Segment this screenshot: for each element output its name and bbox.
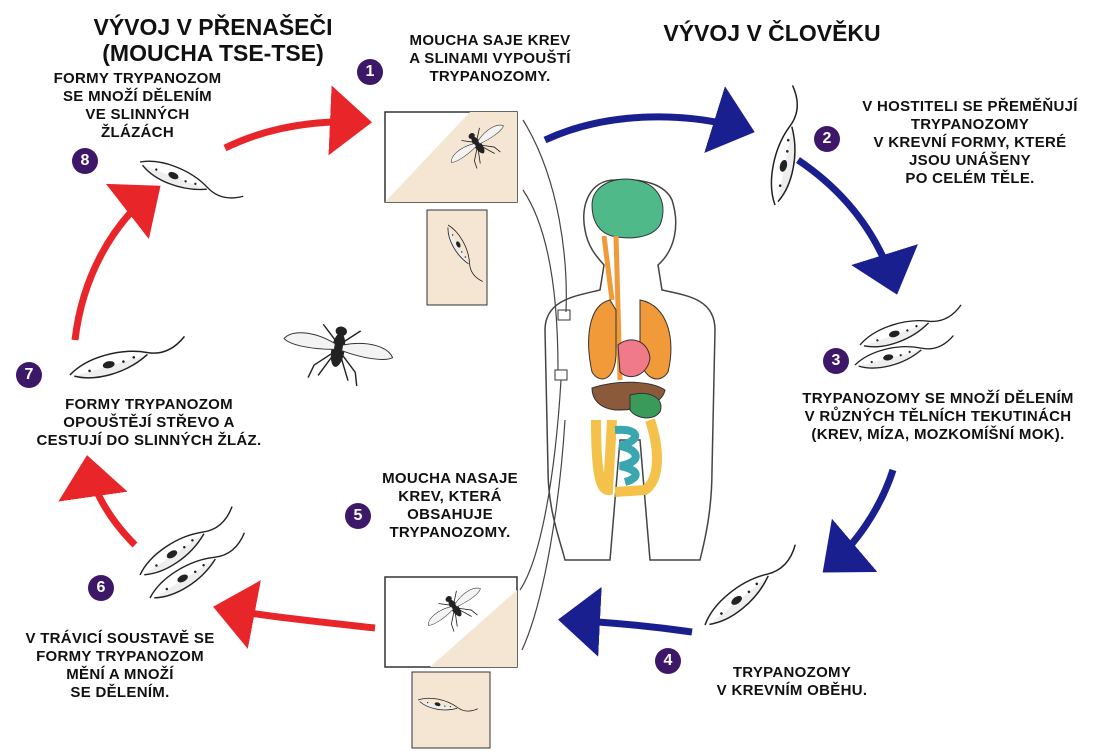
arrow-5-to-6 (220, 608, 375, 628)
step-badge-8: 8 (72, 148, 98, 174)
step-text-1: MOUCHA SAJE KREV A SLINAMI VYPOUŠTÍ TRYP… (380, 32, 600, 86)
arrow-6-to-7 (88, 462, 135, 545)
step-text-6: V TRÁVICÍ SOUSTAVĚ SE FORMY TRYPANOZOM M… (0, 630, 240, 702)
step-text-4: TRYPANOZOMY V KREVNÍM OBĚHU. (692, 664, 892, 700)
step-text-5: MOUCHA NASAJE KREV, KTERÁ OBSAHUJE TRYPA… (360, 470, 540, 542)
human-body-icon (520, 120, 715, 650)
step-badge-4: 4 (655, 648, 681, 674)
feeding-inset-top (385, 112, 517, 305)
arrow-7-to-8 (75, 190, 155, 340)
arrow-1-to-2 (545, 117, 748, 140)
step-badge-2: 2 (814, 126, 840, 152)
step-badge-7: 7 (16, 362, 42, 388)
step-text-7: FORMY TRYPANOZOM OPOUŠTĚJÍ STŘEVO A CEST… (4, 396, 294, 450)
tsetse-fly-icon (278, 317, 396, 391)
step-text-2: V HOSTITELI SE PŘEMĚŇUJÍ TRYPANOZOMY V K… (840, 98, 1100, 188)
arrow-4-to-5 (565, 620, 692, 632)
feeding-inset-bottom (385, 577, 517, 748)
arrow-3-to-4 (828, 470, 893, 568)
step-badge-3: 3 (823, 348, 849, 374)
step-text-3: TRYPANOZOMY SE MNOŽÍ DĚLENÍM V RŮZNÝCH T… (770, 390, 1106, 444)
vector-title: VÝVOJ V PŘENAŠEČI (MOUCHA TSE-TSE) (68, 14, 358, 66)
step-badge-6: 6 (88, 575, 114, 601)
human-title: VÝVOJ V ČLOVĚKU (632, 20, 912, 46)
step-text-8: FORMY TRYPANOZOM SE MNOŽÍ DĚLENÍM VE SLI… (20, 70, 255, 142)
